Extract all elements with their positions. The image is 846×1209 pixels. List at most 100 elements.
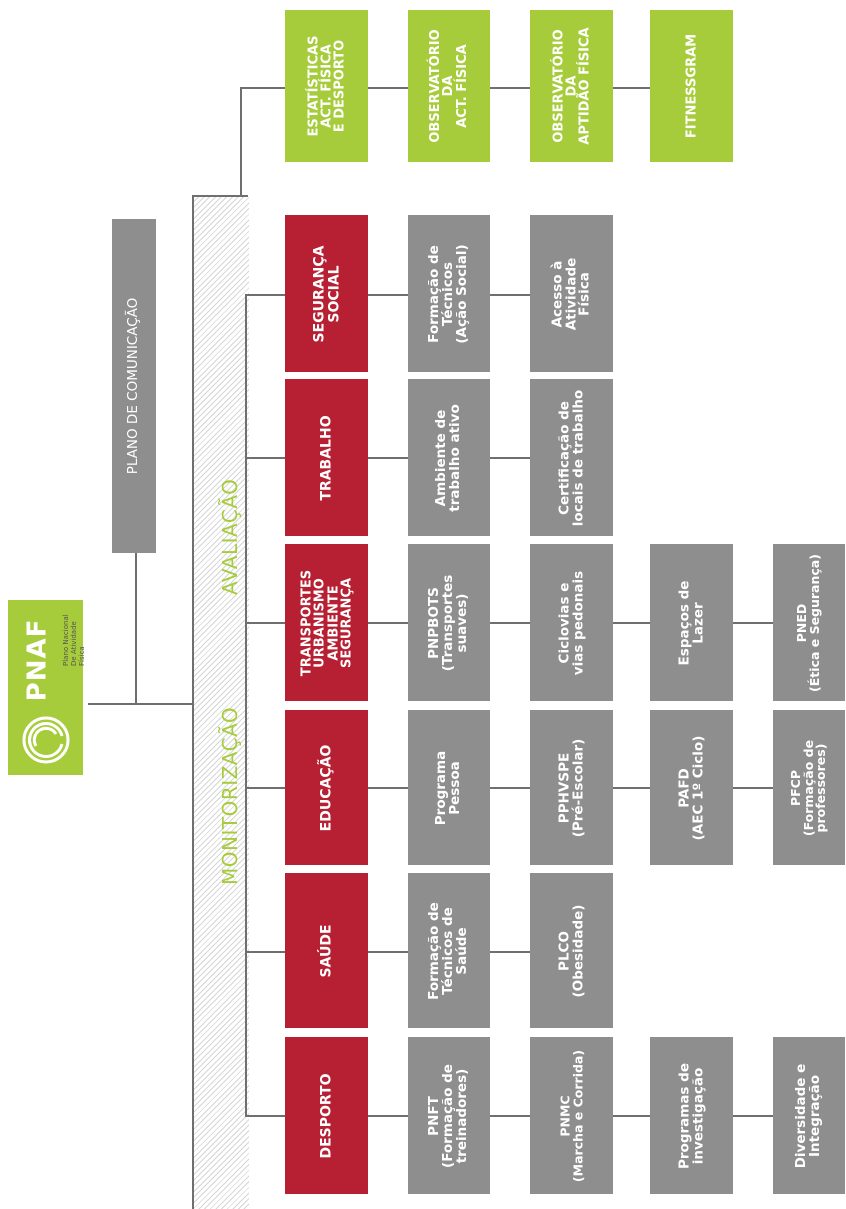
area-trabalho-item-2: Certificação de locais de trabalho (530, 379, 613, 536)
top-row-box-4: FITNESSGRAM (650, 10, 733, 162)
area-6-link-1 (368, 294, 408, 296)
band-top-line (192, 195, 248, 197)
plan-connector (135, 553, 137, 704)
top-row-box-2: OBSERVATÓRIO DA ACT. FÍSICA (408, 10, 490, 162)
area-4-link-3 (613, 622, 650, 624)
area-saude: SAÚDE (285, 873, 368, 1028)
item-label: Certificação de locais de trabalho (555, 389, 586, 526)
area-4-link-2 (490, 622, 530, 624)
area-educacao-item-3: PAFD (AEC 1º Ciclo) (650, 710, 733, 865)
area-4-link-1 (368, 622, 408, 624)
item-label: Espaços de Lazer (675, 580, 706, 665)
item-label: Diversidade e Integração (793, 1063, 823, 1168)
area-educacao-title: EDUCAÇÃO (318, 744, 335, 831)
item-label: Formação de Técnicos de Saúde (426, 901, 470, 1000)
area-desporto-item-1: PNFT (Formação de treinadores) (408, 1037, 490, 1194)
area-desporto: DESPORTO (285, 1037, 368, 1194)
area-5-link-1 (368, 457, 408, 459)
item-label: Programas de investigação (675, 1062, 706, 1169)
evaluation-label: AVALIAÇÃO (218, 478, 242, 595)
area-1-link-3 (613, 1115, 650, 1117)
item-label: PNFT (Formação de treinadores) (426, 1063, 470, 1168)
item-label: PNED (Ética e Segurança) (794, 553, 822, 692)
area-seguranca-social: SEGURANÇA SOCIAL (285, 215, 368, 372)
top-row-label-1: ESTATÍSTICAS ACT. FÍSICA E DESPORTO (305, 35, 348, 137)
top-row-label-3: OBSERVATÓRIO DA APTIDÃO FÍSICA (550, 27, 593, 145)
areas-spine (245, 294, 247, 1116)
item-label: PLCO (Obesidade) (555, 904, 586, 997)
item-label: PPHVSPE (Pré-Escolar) (555, 738, 586, 837)
area-3-link-3 (613, 787, 650, 789)
item-label: PNMC (Marcha e Corrida) (556, 1049, 585, 1182)
area-1-stub (245, 1115, 285, 1117)
area-6-link-2 (490, 294, 530, 296)
area-2-stub (245, 951, 285, 953)
logo-subtitle-line-3: Física (78, 646, 86, 666)
top-link-2 (490, 87, 530, 89)
area-transportes-item-2: Ciclovias e vias pedonais (530, 544, 613, 701)
area-desporto-title: DESPORTO (318, 1072, 335, 1159)
area-1-link-2 (490, 1115, 530, 1117)
item-label: PFCP (Formação de professores) (787, 739, 829, 836)
item-label: Programa Pessoa (433, 750, 463, 825)
monitoring-label: MONITORIZAÇÃO (218, 706, 242, 885)
area-2-link-1 (368, 951, 408, 953)
area-seguranca-social-item-2: Acesso à Atividade Física (530, 215, 613, 372)
item-label: Acesso à Atividade Física (548, 257, 593, 330)
area-educacao-item-2: PPHVSPE (Pré-Escolar) (530, 710, 613, 865)
top-row-connector (240, 87, 285, 89)
area-1-link-4 (733, 1115, 773, 1117)
area-3-stub (245, 787, 285, 789)
area-saude-title: SAÚDE (318, 923, 335, 978)
communication-plan-box: PLANO DE COMUNICAÇÃO (112, 219, 156, 553)
area-educacao: EDUCAÇÃO (285, 710, 368, 865)
area-educacao-item-4: PFCP (Formação de professores) (773, 710, 845, 865)
item-label: PNPBOTS (Transportes suaves) (426, 574, 470, 671)
area-desporto-item-2: PNMC (Marcha e Corrida) (530, 1037, 613, 1194)
area-4-stub (245, 622, 285, 624)
area-6-stub (245, 294, 285, 296)
logo-subtitle: Plano Nacional De Atividade Física (62, 596, 102, 676)
area-transportes-item-3: Espaços de Lazer (650, 544, 733, 701)
top-row-box-3: OBSERVATÓRIO DA APTIDÃO FÍSICA (530, 10, 613, 162)
area-transportes-item-1: PNPBOTS (Transportes suaves) (408, 544, 490, 701)
area-3-link-4 (733, 787, 773, 789)
top-row-box-1: ESTATÍSTICAS ACT. FÍSICA E DESPORTO (285, 10, 368, 162)
area-trabalho-title: TRABALHO (318, 414, 335, 501)
top-row-label-2: OBSERVATÓRIO DA ACT. FÍSICA (428, 29, 470, 143)
communication-plan-label: PLANO DE COMUNICAÇÃO (125, 297, 142, 475)
area-3-link-2 (490, 787, 530, 789)
area-2-link-2 (490, 951, 530, 953)
area-seguranca-social-item-1: Formação de Técnicos (Ação Social) (408, 215, 490, 372)
monitoring-evaluation-band (192, 195, 249, 1209)
area-transportes-item-4: PNED (Ética e Segurança) (773, 544, 845, 701)
top-row-label-4: FITNESSGRAM (683, 33, 699, 139)
area-seguranca-social-title: SEGURANÇA SOCIAL (311, 245, 342, 342)
swirl-icon (22, 716, 70, 764)
item-label: Ambiente de trabalho ativo (433, 403, 463, 512)
item-label: Ciclovias e vias pedonais (555, 570, 586, 675)
top-link-1 (368, 87, 408, 89)
area-saude-item-2: PLCO (Obesidade) (530, 873, 613, 1028)
area-5-stub (245, 457, 285, 459)
area-trabalho-item-1: Ambiente de trabalho ativo (408, 379, 490, 536)
area-saude-item-1: Formação de Técnicos de Saúde (408, 873, 490, 1028)
area-transportes: TRANSPORTES URBANISMO AMBIENTE SEGURANÇA (285, 544, 368, 701)
area-desporto-item-3: Programas de investigação (650, 1037, 733, 1194)
area-trabalho: TRABALHO (285, 379, 368, 536)
logo-connector (88, 703, 192, 705)
item-label: Formação de Técnicos (Ação Social) (426, 243, 470, 344)
area-3-link-1 (368, 787, 408, 789)
logo-brand: PNAF (22, 618, 53, 702)
top-row-stem (240, 87, 242, 195)
area-desporto-item-4: Diversidade e Integração (773, 1037, 845, 1194)
area-5-link-2 (490, 457, 530, 459)
item-label: PAFD (AEC 1º Ciclo) (675, 735, 706, 840)
logo-subtitle-line-1: Plano Nacional (62, 614, 70, 666)
logo-subtitle-line-2: De Atividade (70, 621, 78, 666)
pnaf-logo: PNAF (8, 600, 83, 775)
top-link-3 (613, 87, 650, 89)
area-educacao-item-1: Programa Pessoa (408, 710, 490, 865)
area-1-link-1 (368, 1115, 408, 1117)
